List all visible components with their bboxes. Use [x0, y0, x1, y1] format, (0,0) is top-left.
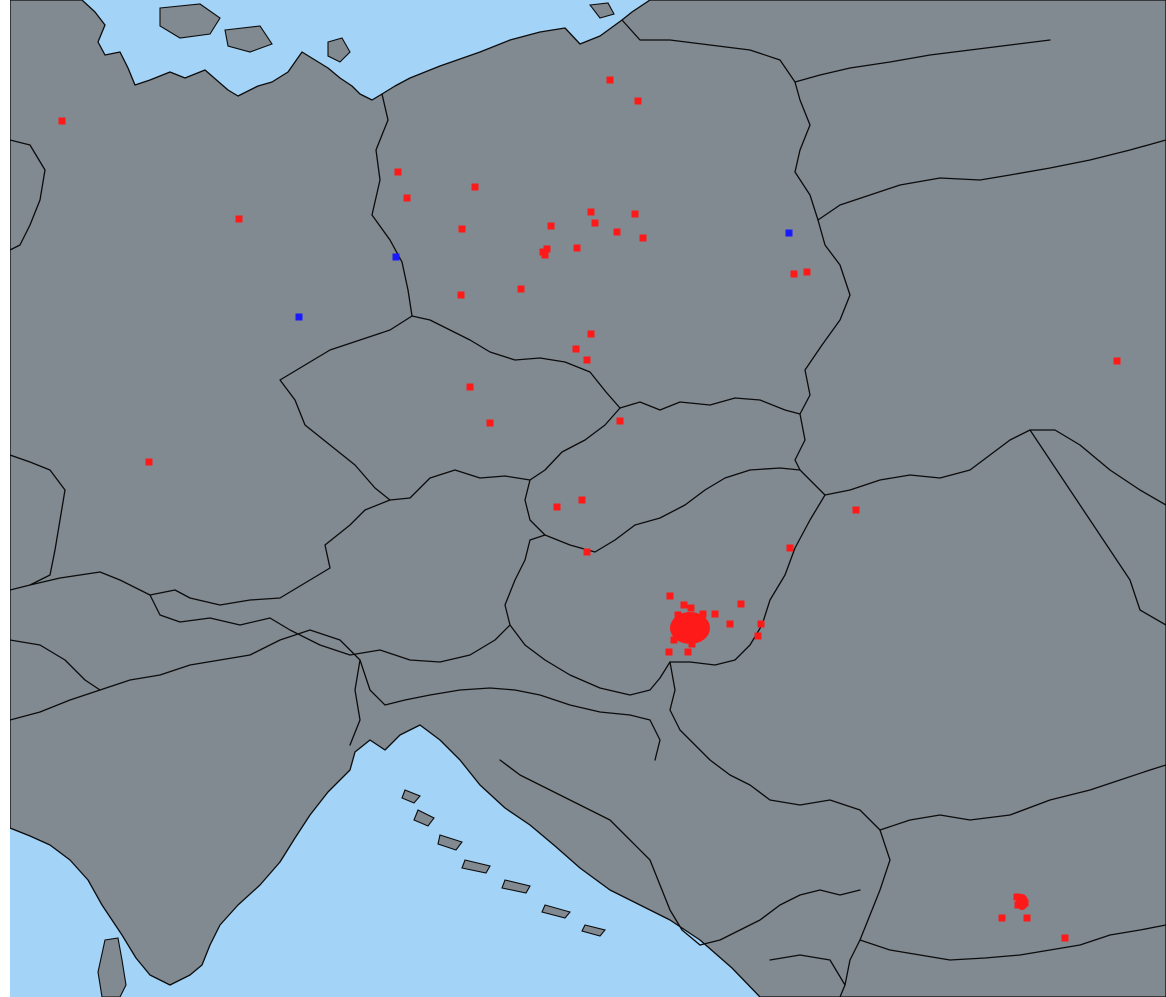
red-marker[interactable]: [639, 234, 647, 242]
red-marker[interactable]: [737, 600, 745, 608]
border-netherlands: [10, 139, 46, 251]
border-belarus-lithuania: [794, 39, 1051, 83]
blue-marker[interactable]: [295, 313, 303, 321]
red-marker[interactable]: [711, 610, 719, 618]
red-marker[interactable]: [670, 636, 678, 644]
red-marker[interactable]: [680, 601, 688, 609]
border-germany-poland: [371, 93, 413, 317]
red-marker[interactable]: [634, 97, 642, 105]
border-poland-east: [621, 19, 851, 415]
island: [224, 25, 273, 53]
red-marker[interactable]: [694, 618, 702, 626]
border-switzerland: [10, 639, 101, 691]
border-slovenia-croatia: [359, 659, 661, 761]
border-slovakia-ukraine: [794, 413, 806, 471]
blue-marker[interactable]: [785, 229, 793, 237]
border-macedonia: [769, 954, 846, 986]
red-marker[interactable]: [606, 76, 614, 84]
red-marker[interactable]: [547, 222, 555, 230]
red-marker[interactable]: [616, 417, 624, 425]
border-poland-slovakia: [619, 397, 801, 415]
red-marker[interactable]: [682, 624, 690, 632]
border-ukraine-north: [817, 139, 1166, 221]
island: [581, 924, 606, 937]
border-hungary-west: [509, 624, 671, 696]
border-moldova: [1029, 429, 1166, 626]
island: [413, 809, 435, 827]
red-marker[interactable]: [665, 648, 673, 656]
island: [541, 904, 571, 919]
red-marker[interactable]: [790, 270, 798, 278]
red-marker[interactable]: [674, 611, 682, 619]
red-marker[interactable]: [1014, 901, 1022, 909]
red-marker[interactable]: [1021, 899, 1029, 907]
map-view[interactable]: [10, 0, 1166, 997]
red-marker[interactable]: [578, 496, 586, 504]
red-marker[interactable]: [458, 225, 466, 233]
border-germany-south: [10, 499, 391, 606]
marker-layer: [58, 76, 1121, 942]
red-marker[interactable]: [145, 458, 153, 466]
red-marker[interactable]: [613, 228, 621, 236]
red-marker[interactable]: [587, 208, 595, 216]
red-marker[interactable]: [754, 632, 762, 640]
red-marker[interactable]: [631, 210, 639, 218]
red-marker[interactable]: [403, 194, 411, 202]
red-marker[interactable]: [471, 183, 479, 191]
red-marker[interactable]: [666, 592, 674, 600]
border-slovakia-hungary: [524, 467, 826, 553]
border-serbia: [669, 661, 891, 997]
land-mainland: [10, 0, 1166, 997]
red-marker[interactable]: [591, 219, 599, 227]
red-marker[interactable]: [394, 168, 402, 176]
map-canvas[interactable]: [10, 0, 1166, 997]
red-marker[interactable]: [852, 506, 860, 514]
red-marker[interactable]: [486, 419, 494, 427]
border-romania-bulgaria: [879, 764, 1166, 831]
red-marker[interactable]: [457, 291, 465, 299]
red-marker[interactable]: [572, 345, 580, 353]
red-marker[interactable]: [998, 914, 1006, 922]
red-marker[interactable]: [235, 215, 243, 223]
red-marker[interactable]: [1061, 934, 1069, 942]
red-marker[interactable]: [786, 544, 794, 552]
red-marker[interactable]: [803, 268, 811, 276]
border-greece-bulgaria: [859, 924, 1166, 961]
red-marker[interactable]: [553, 503, 561, 511]
red-marker[interactable]: [687, 604, 695, 612]
red-marker[interactable]: [58, 117, 66, 125]
island-bornholm: [588, 2, 615, 19]
island: [437, 834, 463, 851]
red-marker[interactable]: [573, 244, 581, 252]
island: [401, 789, 421, 804]
island: [501, 879, 531, 894]
red-marker[interactable]: [466, 383, 474, 391]
red-marker[interactable]: [1113, 357, 1121, 365]
red-marker[interactable]: [539, 248, 547, 256]
island: [159, 3, 221, 39]
island-corsica: [97, 937, 127, 997]
border-poland-czech: [411, 315, 621, 409]
red-marker[interactable]: [757, 620, 765, 628]
island-rugen: [327, 37, 351, 63]
blue-marker[interactable]: [392, 253, 400, 261]
red-marker[interactable]: [583, 356, 591, 364]
border-bosnia: [499, 759, 701, 946]
red-marker[interactable]: [1023, 914, 1031, 922]
border-austria: [149, 534, 546, 663]
red-marker[interactable]: [688, 640, 696, 648]
red-marker[interactable]: [583, 548, 591, 556]
red-marker[interactable]: [699, 610, 707, 618]
red-marker[interactable]: [543, 245, 551, 253]
red-marker[interactable]: [517, 285, 525, 293]
red-marker[interactable]: [684, 648, 692, 656]
border-romania-north: [824, 429, 1166, 506]
island: [461, 859, 491, 874]
red-marker[interactable]: [587, 330, 595, 338]
red-marker[interactable]: [726, 620, 734, 628]
red-marker[interactable]: [1013, 893, 1021, 901]
border-italy: [10, 629, 361, 746]
border-france-germany: [10, 454, 66, 586]
border-montenegro-kosovo: [699, 889, 861, 946]
